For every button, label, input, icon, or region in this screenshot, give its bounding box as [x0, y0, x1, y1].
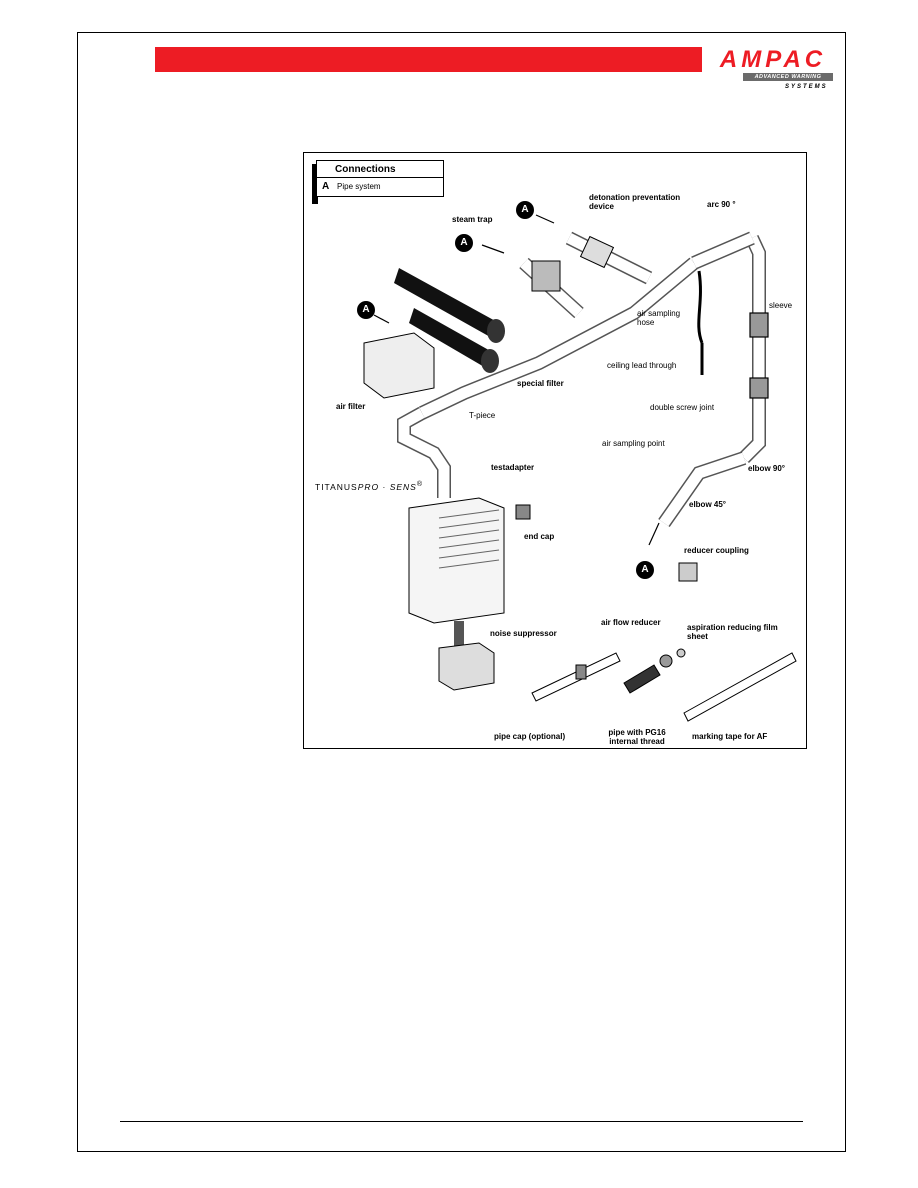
marker-a-detonation: A — [516, 201, 534, 219]
label-elbow-45: elbow 45° — [689, 500, 726, 509]
ampac-logo: AMPAC ADVANCED WARNING SYSTEMS — [705, 46, 840, 94]
label-detonation: detonation preventation device — [589, 193, 681, 211]
label-air-flow-reducer: air flow reducer — [601, 618, 661, 627]
legend-row: A Pipe system — [316, 177, 444, 197]
label-reducer-coupling: reducer coupling — [684, 546, 749, 555]
legend-shadow — [312, 164, 318, 204]
label-pipe-cap: pipe cap (optional) — [494, 732, 566, 741]
device-name-prefix: TITANUS — [315, 481, 358, 492]
label-ceiling-lead-through: ceiling lead through — [607, 361, 677, 370]
pipe-system-figure: Connections A Pipe system A A A A detona… — [303, 152, 807, 749]
device-name-mark: ® — [416, 480, 424, 488]
special-filters — [394, 268, 505, 373]
logo-systems: SYSTEMS — [785, 84, 828, 90]
label-air-sampling-hose: air sampling hose — [637, 309, 681, 327]
page-border — [77, 32, 846, 1152]
label-air-filter: air filter — [336, 402, 366, 411]
label-t-piece: T-piece — [469, 411, 496, 420]
label-testadapter: testadapter — [491, 463, 535, 472]
legend-title: Connections — [316, 160, 444, 177]
device-name: TITANUSPRO · SENS® — [315, 480, 423, 492]
logo-wordmark: AMPAC — [719, 46, 827, 73]
label-marking-tape: marking tape for AF — [692, 732, 768, 741]
footer-rule — [120, 1121, 803, 1122]
logo-tagline: ADVANCED WARNING — [743, 73, 833, 81]
legend-value: Pipe system — [337, 182, 381, 191]
marker-a-sampling: A — [636, 561, 654, 579]
label-steam-trap: steam trap — [452, 215, 493, 224]
device-name-model: PRO · SENS — [357, 481, 417, 492]
legend-key: A — [322, 181, 330, 192]
connections-legend: Connections A Pipe system — [312, 160, 444, 208]
marker-a-steam-trap: A — [455, 234, 473, 252]
header-red-band — [155, 47, 702, 72]
label-elbow-90: elbow 90° — [748, 464, 785, 473]
label-sleeve: sleeve — [769, 301, 793, 310]
label-aspiration-reducing: aspiration reducing film sheet — [687, 623, 778, 641]
marker-a-filter: A — [357, 301, 375, 319]
label-double-screw-joint: double screw joint — [650, 403, 715, 412]
pipe-system-drawing — [363, 214, 797, 722]
label-pipe-pg16: pipe with PG16 internal thread — [608, 728, 666, 746]
label-special-filter: special filter — [517, 379, 564, 388]
label-noise-suppressor: noise suppressor — [490, 629, 557, 638]
label-end-cap: end cap — [524, 532, 555, 541]
label-arc-90: arc 90 ° — [707, 200, 736, 209]
label-air-sampling-point: air sampling point — [602, 439, 665, 448]
